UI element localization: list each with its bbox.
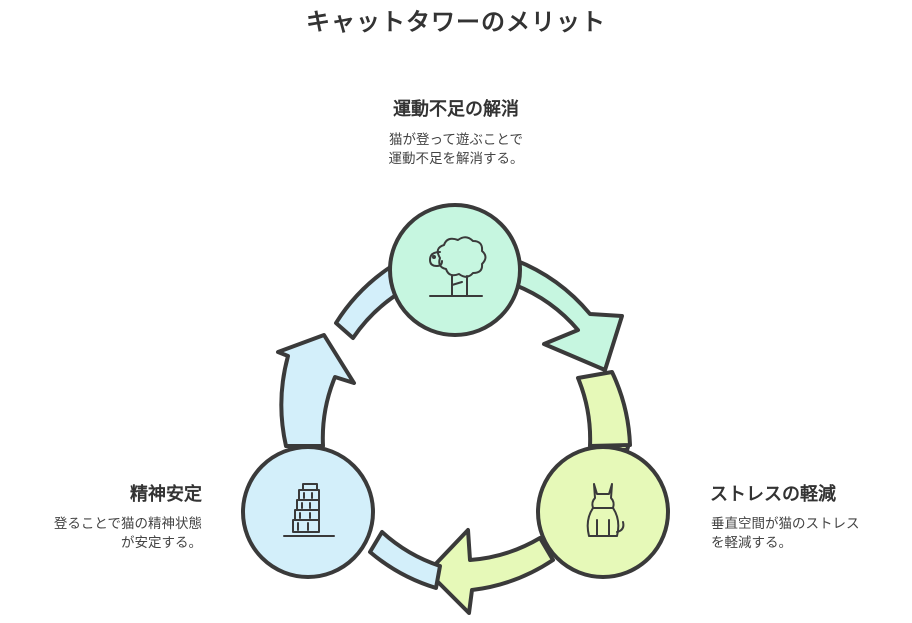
sheep-icon xyxy=(429,236,487,297)
arrow-right-to-left-body xyxy=(576,370,632,448)
page-title: キャットタワーのメリット xyxy=(306,8,606,36)
cycle-ring xyxy=(276,258,632,615)
arrow-left-to-bottom xyxy=(368,530,442,590)
arrow-left-to-top xyxy=(276,333,356,448)
node-left-description-line-1: 登ることで猫の精神状態 xyxy=(53,516,202,532)
node-top-description-line-2: 運動不足を解消する。 xyxy=(388,151,524,167)
node-top-description: 猫が登って遊ぶことで 運動不足を解消する。 xyxy=(306,131,606,169)
node-left-heading: 精神安定 xyxy=(130,484,202,505)
node-right-description-line-1: 垂直空間が猫のストレス xyxy=(711,516,860,532)
node-left xyxy=(241,445,375,579)
tower-icon xyxy=(283,483,335,537)
arrow-right-to-left-lower xyxy=(426,528,555,615)
node-right xyxy=(536,445,670,579)
cat-icon xyxy=(586,483,625,537)
node-top-description-line-1: 猫が登って遊ぶことで xyxy=(389,132,523,148)
node-top-heading: 運動不足の解消 xyxy=(393,99,519,120)
node-top xyxy=(388,203,522,337)
node-right-description-line-2: を軽減する。 xyxy=(711,535,792,551)
arrow-top-to-right xyxy=(513,258,624,372)
node-right-heading: ストレスの軽減 xyxy=(710,484,836,505)
node-right-description: 垂直空間が猫のストレス を軽減する。 xyxy=(711,515,860,553)
node-left-description-line-2: が安定する。 xyxy=(121,535,202,551)
node-left-description: 登ることで猫の精神状態 が安定する。 xyxy=(10,515,202,553)
